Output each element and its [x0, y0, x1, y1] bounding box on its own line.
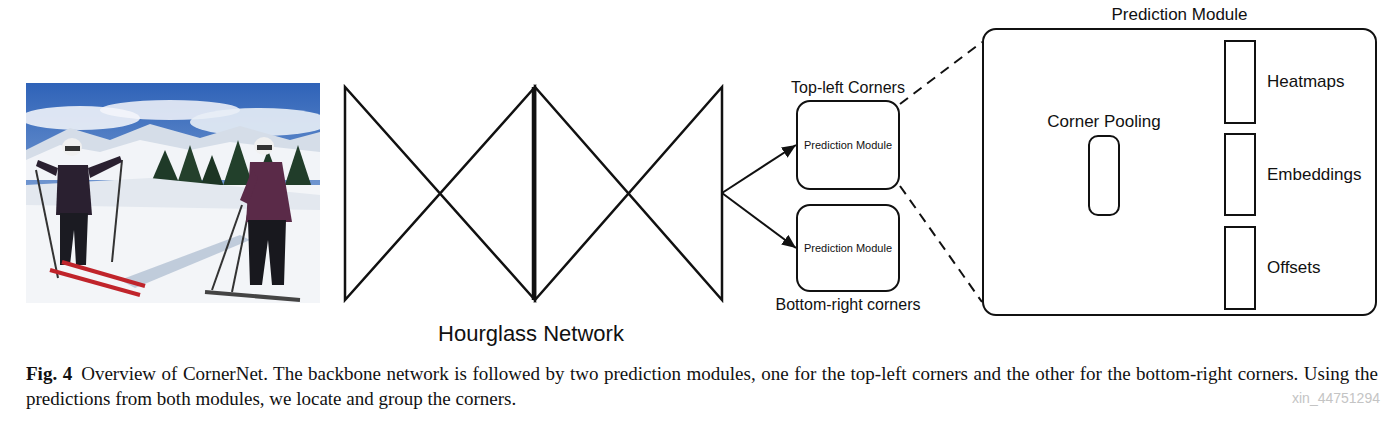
- output-box: Embeddings: [1224, 133, 1256, 216]
- hourglass-shape: [345, 87, 722, 300]
- prediction-module-panel: Prediction ModuleCorner PoolingHeatmapsE…: [982, 28, 1377, 316]
- arrow-connector: [722, 193, 796, 248]
- figure-caption: Fig. 4Overview of CornerNet. The backbon…: [26, 361, 1378, 411]
- panel-title: Prediction Module: [1111, 5, 1247, 25]
- output-label: Embeddings: [1267, 165, 1362, 185]
- corner-pooling-box: Corner Pooling: [1088, 135, 1120, 216]
- output-label: Heatmaps: [1267, 72, 1344, 92]
- zoom-line: [900, 42, 982, 104]
- output-label: Offsets: [1267, 258, 1321, 278]
- zoom-line: [900, 186, 982, 302]
- hourglass-network: Hourglass Network: [340, 84, 722, 346]
- arrow-connector: [722, 145, 796, 193]
- prediction-module-box: Top-left CornersPrediction Module: [796, 100, 900, 190]
- pooling-label: Corner Pooling: [1047, 112, 1160, 132]
- corner-label: Bottom-right corners: [776, 296, 921, 314]
- prediction-module-box: Prediction ModuleBottom-right corners: [796, 204, 900, 292]
- corner-label: Top-left Corners: [791, 79, 905, 97]
- module-label: Prediction Module: [804, 139, 892, 152]
- figure-number: Fig. 4: [26, 363, 72, 384]
- caption-text: Overview of CornerNet. The backbone netw…: [26, 363, 1378, 409]
- watermark: xin_44751294: [1292, 390, 1380, 406]
- network-label: Hourglass Network: [438, 321, 624, 346]
- output-box: Offsets: [1224, 226, 1256, 310]
- module-label: Prediction Module: [804, 242, 892, 255]
- output-box: Heatmaps: [1224, 40, 1256, 124]
